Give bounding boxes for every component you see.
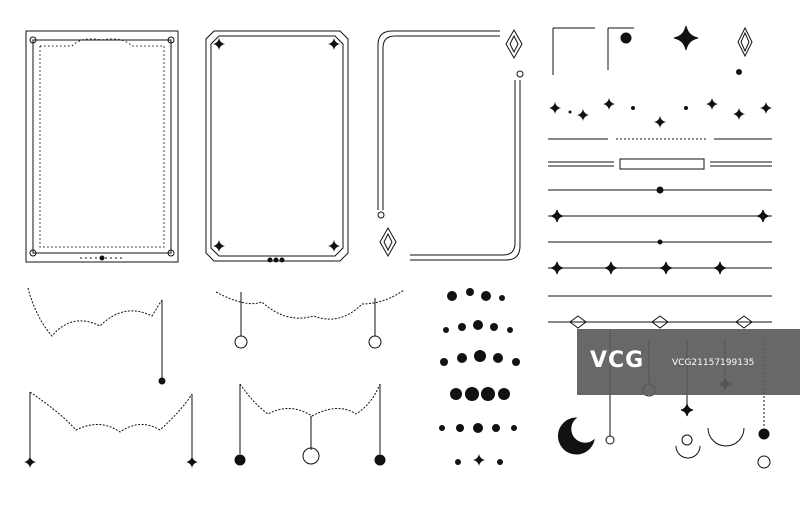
frame-notched [205,30,349,263]
garlands [24,287,405,468]
corner-ornaments [552,25,753,75]
watermark-logo: VCG [590,348,645,373]
frame-diamond [377,28,524,261]
border-star-row [549,98,772,128]
border-lines [548,138,772,329]
watermark-badge [577,329,800,395]
frame-dotted [25,30,179,263]
watermark-id-text: VCG21157199135 [672,358,755,368]
moon-phase-rows [439,288,520,466]
